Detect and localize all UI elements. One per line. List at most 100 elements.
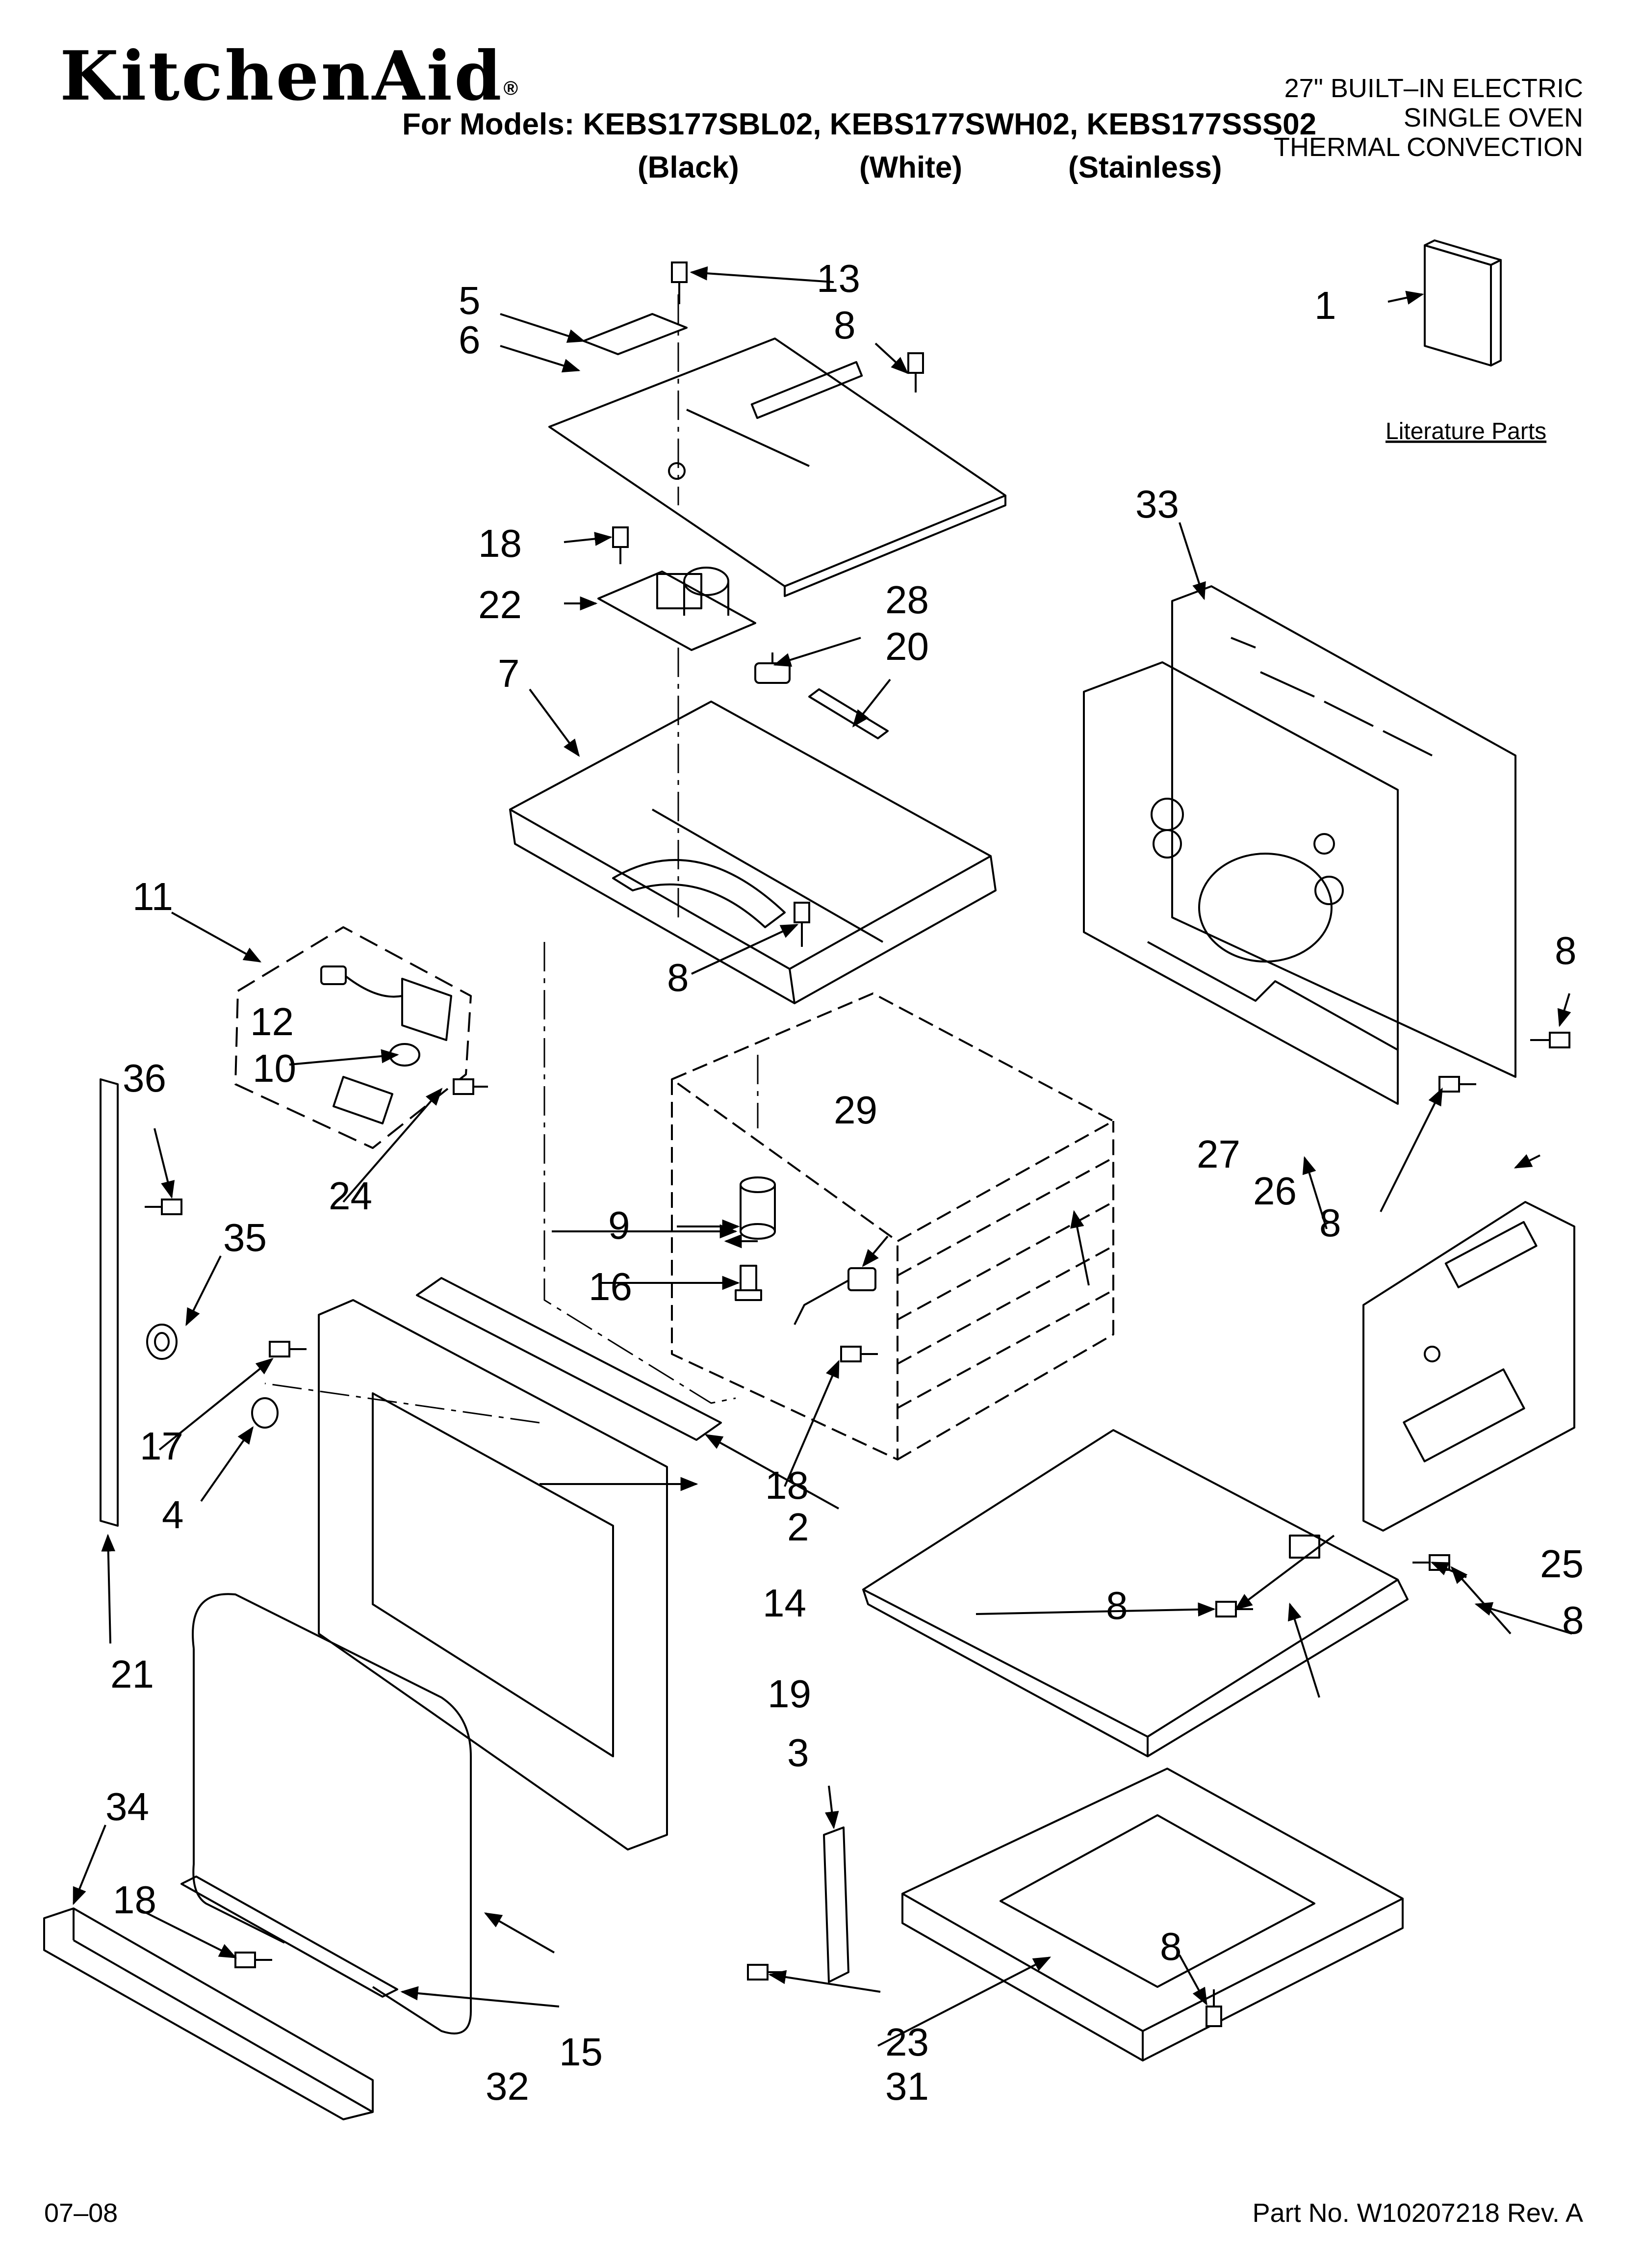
callout-7: 7 <box>498 652 520 695</box>
part-14-front-frame <box>318 1299 668 1851</box>
screw-23-icon <box>747 1964 785 1981</box>
part-19-bottom-panel <box>862 1429 1409 1757</box>
callout-5: 5 <box>459 279 481 322</box>
callout-11: 11 <box>132 875 173 918</box>
part-6-top-panel <box>548 338 1006 597</box>
title-line-2: SINGLE OVEN <box>1403 103 1583 132</box>
brand-logo: KitchenAid® <box>60 42 520 110</box>
callout-6: 6 <box>459 318 481 362</box>
callout-18-mid: 18 <box>765 1463 809 1507</box>
part-28-thermostat <box>754 652 791 684</box>
part-9-light-lens <box>740 1176 776 1240</box>
screw-8-base-icon <box>1206 1989 1222 2027</box>
screw-8-panel-icon <box>1438 1076 1476 1093</box>
callout-8-top: 8 <box>834 303 856 347</box>
screw-8-top-icon <box>907 352 924 392</box>
callout-1: 1 <box>1314 284 1336 327</box>
screw-13-icon <box>671 261 688 304</box>
part-34-kick-plate <box>43 1907 374 2120</box>
callout-25: 25 <box>1540 1542 1584 1586</box>
callout-35: 35 <box>223 1216 267 1259</box>
part-3-bracket <box>823 1826 849 1983</box>
part-11-lamp-assembly <box>234 926 472 1149</box>
callout-18-top: 18 <box>478 521 522 565</box>
callout-22: 22 <box>478 583 522 626</box>
color-white: (White) <box>859 151 963 184</box>
part-25-side-panel <box>1362 1201 1575 1532</box>
color-stainless: (Stainless) <box>1068 151 1222 184</box>
part-7-lower-shroud <box>509 701 997 1004</box>
callout-32: 32 <box>486 2064 529 2108</box>
color-black: (Black) <box>638 151 739 184</box>
callout-26: 26 <box>1253 1169 1297 1213</box>
callout-8-bottom: 8 <box>1106 1584 1128 1627</box>
callout-labels: 1 2 3 4 5 6 7 8 8 8 8 8 8 8 9 10 11 12 1… <box>105 257 1584 2108</box>
callout-8-panel: 8 <box>1319 1201 1341 1245</box>
callout-28: 28 <box>885 578 929 622</box>
part-5-bracket <box>583 313 688 355</box>
screw-8-rear-icon <box>1530 1032 1570 1048</box>
part-31-base-tray <box>901 1768 1404 2061</box>
callout-12: 12 <box>250 1000 294 1043</box>
screw-18-top-icon <box>612 526 629 564</box>
screw-8-bottom-icon <box>1215 1601 1253 1617</box>
screw-18-mid-icon <box>840 1346 878 1362</box>
callout-3: 3 <box>787 1731 809 1774</box>
callout-14: 14 <box>763 1581 806 1625</box>
brand-mark: ® <box>503 78 520 99</box>
screw-8-shroud-icon <box>794 902 810 947</box>
callout-16: 16 <box>589 1265 632 1308</box>
callout-8-rear: 8 <box>1555 929 1577 972</box>
literature-parts-label: Literature Parts <box>1385 418 1546 444</box>
callout-23: 23 <box>885 2020 929 2064</box>
screw-24-icon <box>453 1078 488 1095</box>
part-16-screw <box>735 1265 762 1301</box>
brand-name: KitchenAid <box>60 36 504 116</box>
part-27-oven-cavity <box>671 992 1114 1460</box>
callout-31: 31 <box>885 2064 929 2108</box>
part-26-convection-panel <box>1083 661 1399 1105</box>
screw-36-icon <box>145 1199 182 1215</box>
part-33-rear-panel <box>1171 585 1516 1078</box>
callout-19: 19 <box>768 1672 811 1716</box>
screw-18-low-icon <box>234 1952 272 1968</box>
callout-20: 20 <box>885 625 929 668</box>
callout-8-side: 8 <box>1562 1598 1584 1642</box>
callout-36: 36 <box>123 1056 166 1100</box>
callout-10: 10 <box>253 1046 296 1090</box>
footer-part-number: Part No. W10207218 Rev. A <box>1252 2198 1583 2228</box>
callout-18-low: 18 <box>113 1878 156 1922</box>
part-35-grommet <box>146 1324 178 1360</box>
title-line-1: 27" BUILT–IN ELECTRIC <box>1284 74 1583 103</box>
callout-8-base: 8 <box>1160 1925 1182 1968</box>
callout-13: 13 <box>817 257 860 300</box>
part-22-blower-assembly <box>597 567 756 651</box>
leader-arrows <box>73 266 1572 2047</box>
callout-29: 29 <box>834 1088 877 1132</box>
literature-booklet <box>1424 239 1502 366</box>
callout-21: 21 <box>110 1652 154 1696</box>
screws <box>145 261 1570 2027</box>
title-line-3: THERMAL CONVECTION <box>1273 132 1583 162</box>
callout-2: 2 <box>787 1505 809 1549</box>
callout-27: 27 <box>1197 1132 1240 1176</box>
callout-17: 17 <box>140 1424 183 1468</box>
part-21-side-trim <box>100 1078 119 1527</box>
footer-date: 07–08 <box>44 2198 118 2228</box>
callout-8-shroud: 8 <box>667 956 689 999</box>
models-line: For Models: KEBS177SBL02, KEBS177SWH02, … <box>402 107 1317 141</box>
callout-15: 15 <box>559 2030 603 2074</box>
callout-24: 24 <box>329 1174 372 1218</box>
part-29-temp-sensor <box>794 1267 876 1325</box>
callout-33: 33 <box>1135 482 1179 526</box>
callout-9: 9 <box>608 1203 630 1247</box>
part-32-lower-trim <box>180 1876 398 1998</box>
screw-17-icon <box>269 1341 307 1357</box>
part-4-bumper <box>251 1397 279 1429</box>
part-15-door-gasket <box>192 1593 472 2034</box>
callout-34: 34 <box>105 1785 149 1828</box>
guide-lines <box>264 294 759 1424</box>
part-2-vent-trim <box>416 1277 722 1441</box>
callout-4: 4 <box>162 1493 184 1537</box>
